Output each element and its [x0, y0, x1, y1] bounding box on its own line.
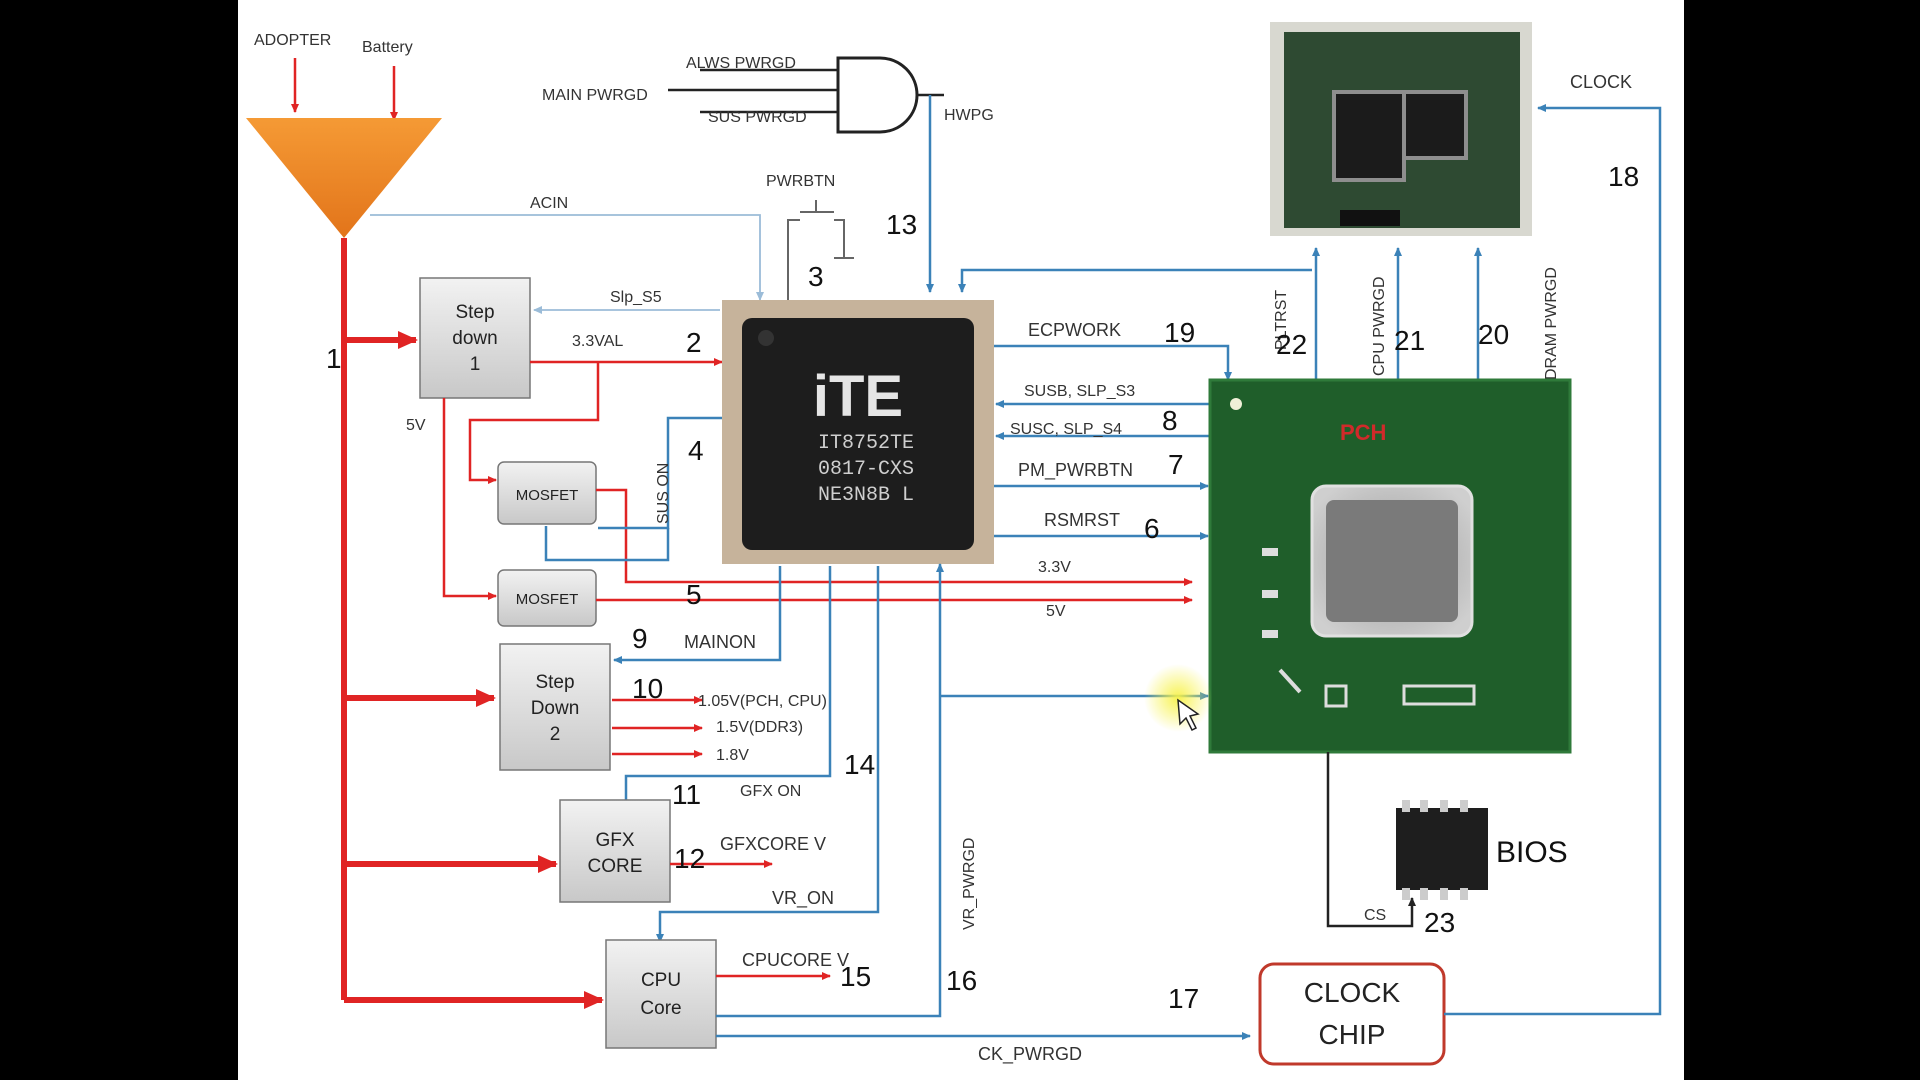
ite-ec-chip: iTE IT8752TE 0817-CXS NE3N8B L: [722, 300, 994, 564]
step-11: 11: [672, 779, 701, 810]
svg-text:CLOCK: CLOCK: [1304, 977, 1401, 1008]
mainon-label: MAINON: [684, 632, 756, 652]
step-down-2-box: Step Down 2: [499, 643, 611, 771]
svg-text:Core: Core: [640, 998, 681, 1019]
ec-pch-signals: ECPWORK 19 SUSB, SLP_S3 SUSC, SLP_S4 8 P…: [958, 268, 1312, 544]
step-7: 7: [1168, 449, 1184, 480]
svg-text:Down: Down: [531, 698, 580, 719]
mouse-cursor: [1144, 664, 1212, 732]
step-12: 12: [674, 843, 705, 874]
step-1: 1: [326, 343, 342, 374]
mosfet-1-box: MOSFET: [497, 461, 597, 525]
power-button-switch: PWRBTN 3: [766, 173, 854, 300]
pch-chip: PCH: [1208, 378, 1572, 754]
step-5: 5: [686, 579, 702, 610]
svg-text:down: down: [452, 328, 497, 349]
sus-pwrgd-label: SUS PWRGD: [708, 109, 807, 126]
svg-text:IT8752TE: IT8752TE: [818, 432, 914, 455]
svg-text:SUSC, SLP_S4: SUSC, SLP_S4: [1010, 421, 1122, 438]
step-13: 13: [886, 209, 917, 240]
clock-chip-box: CLOCK CHIP: [1258, 962, 1446, 1066]
step-20: 20: [1478, 319, 1509, 350]
svg-text:2: 2: [550, 724, 561, 745]
svg-text:CHIP: CHIP: [1319, 1019, 1386, 1050]
svg-text:GFX: GFX: [595, 830, 634, 851]
step-23: 23: [1424, 907, 1455, 938]
svg-text:0817-CXS: 0817-CXS: [818, 458, 914, 481]
mosfet-2-box: MOSFET: [497, 569, 597, 627]
step-18: 18: [1608, 161, 1639, 192]
hwpg-label: HWPG: [944, 107, 994, 124]
step-10: 10: [632, 673, 663, 704]
vr-on-label: VR_ON: [772, 888, 834, 909]
source-triangle: [246, 118, 442, 238]
step-down-1-box: Step down 1: [419, 277, 531, 399]
cpu-core-box: CPU Core: [605, 939, 717, 1049]
step-4: 4: [688, 435, 704, 466]
cs-label: CS: [1364, 907, 1386, 924]
svg-text:SUSB, SLP_S3: SUSB, SLP_S3: [1024, 383, 1135, 400]
svg-text:PM_PWRBTN: PM_PWRBTN: [1018, 460, 1133, 481]
step-16: 16: [946, 965, 977, 996]
5v-label: 5V: [406, 417, 426, 434]
bios-label: BIOS: [1496, 836, 1568, 869]
adopter-label: ADOPTER: [254, 32, 331, 49]
step-17: 17: [1168, 983, 1199, 1014]
power-source: ADOPTER Battery: [246, 32, 442, 238]
pch-mark: PCH: [1340, 420, 1386, 445]
svg-text:DRAM PWRGD: DRAM PWRGD: [1543, 267, 1560, 380]
vr-pwrgd-label: VR_PWRGD: [961, 838, 978, 930]
v105-label: 1.05V(PCH, CPU): [698, 693, 827, 710]
pch-5v-label: 5V: [1046, 603, 1066, 620]
gfx-on-label: GFX ON: [740, 783, 801, 800]
step-2: 2: [686, 327, 702, 358]
svg-text:Step: Step: [455, 302, 494, 323]
svg-text:MOSFET: MOSFET: [516, 591, 579, 608]
v33al-label: 3.3VAL: [572, 333, 623, 350]
v18-label: 1.8V: [716, 747, 749, 764]
v15-label: 1.5V(DDR3): [716, 719, 803, 736]
svg-text:PLTRST: PLTRST: [1273, 290, 1290, 350]
step-8: 8: [1162, 405, 1178, 436]
gfx-core-box: GFX CORE: [559, 799, 671, 903]
pch-3v3-label: 3.3V: [1038, 559, 1071, 576]
svg-text:CPU: CPU: [641, 970, 681, 991]
step-22: 22: [1276, 329, 1307, 360]
battery-label: Battery: [362, 39, 413, 56]
step-14: 14: [844, 749, 875, 780]
slp-s5-label: Slp_S5: [610, 289, 662, 306]
step-19: 19: [1164, 317, 1195, 348]
step-21: 21: [1394, 325, 1425, 356]
ec-logo: iTE: [813, 364, 903, 429]
step-6: 6: [1144, 513, 1160, 544]
clock-label: CLOCK: [1570, 72, 1632, 92]
gfxcore-v-label: GFXCORE V: [720, 834, 826, 854]
step-3: 3: [808, 261, 824, 292]
bios-chip: [1396, 800, 1488, 900]
acin-signal: ACIN: [370, 195, 764, 301]
svg-text:RSMRST: RSMRST: [1044, 510, 1120, 530]
step-15: 15: [840, 961, 871, 992]
step-9: 9: [632, 623, 648, 654]
main-power-bus: 1: [326, 238, 604, 1009]
svg-text:Step: Step: [535, 672, 574, 693]
pwrbtn-label: PWRBTN: [766, 173, 835, 190]
main-pwrgd-label: MAIN PWRGD: [542, 87, 648, 104]
ck-pwrgd-label: CK_PWRGD: [978, 1044, 1082, 1065]
sus-on-label: SUS ON: [655, 463, 672, 524]
svg-text:CORE: CORE: [588, 856, 643, 877]
svg-text:1: 1: [470, 354, 481, 375]
and-gate: ALWS PWRGD MAIN PWRGD SUS PWRGD HWPG: [542, 55, 994, 134]
svg-text:NE3N8B L: NE3N8B L: [818, 484, 914, 507]
alws-pwrgd-label: ALWS PWRGD: [686, 55, 796, 72]
cpucore-v-label: CPUCORE V: [742, 950, 849, 970]
cpu-chip: [1270, 22, 1532, 236]
svg-text:CPU PWRGD: CPU PWRGD: [1371, 276, 1388, 376]
svg-text:ECPWORK: ECPWORK: [1028, 320, 1121, 340]
acin-label: ACIN: [530, 195, 568, 212]
svg-text:MOSFET: MOSFET: [516, 487, 579, 504]
pch-cpu-signals: PLTRST CPU PWRGD DRAM PWRGD 22 21 20: [1273, 247, 1560, 380]
